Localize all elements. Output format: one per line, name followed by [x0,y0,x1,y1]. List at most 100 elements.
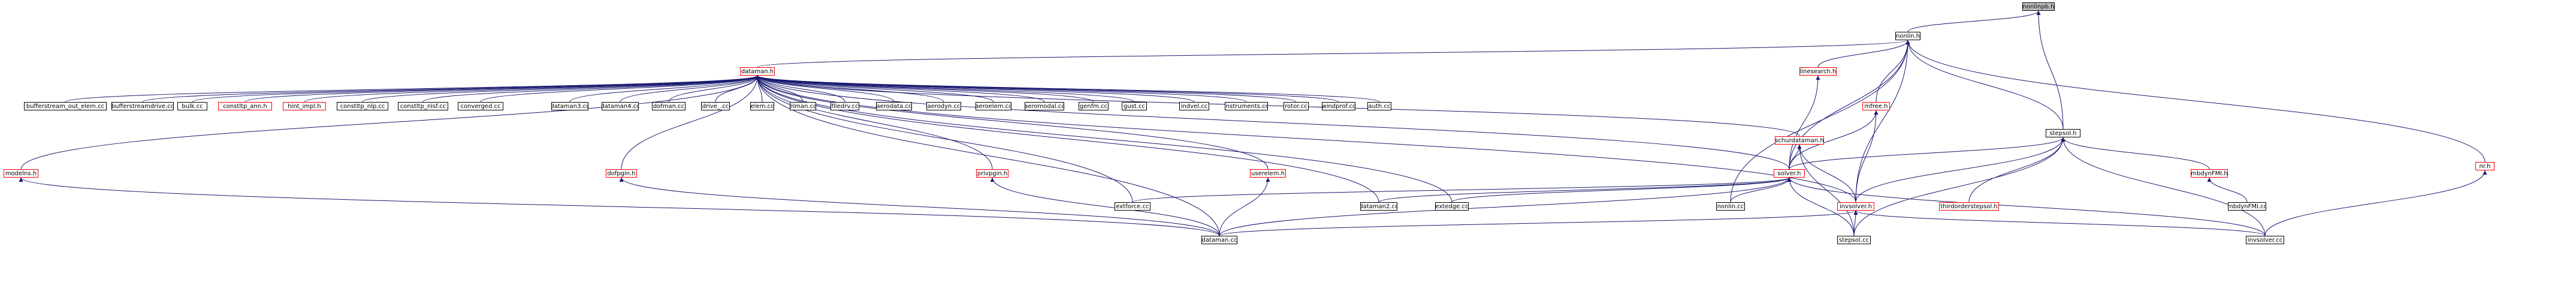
node-label: dataman.h [741,68,774,75]
graph-node-mfree-h[interactable]: mfree.h [1862,102,1890,110]
graph-node-stepsol-h[interactable]: stepsol.h [2046,129,2080,137]
graph-node-elman-cc[interactable]: elman.cc [790,102,816,110]
graph-node-dofman-cc[interactable]: dofman.cc [652,102,685,110]
node-label: constltp_nlp.cc [340,103,385,110]
node-label: schurdataman.h [1775,137,1824,144]
node-label: drive_.cc [702,103,729,110]
node-label: dataman2.cc [1360,203,1397,210]
node-label: elman.cc [790,103,816,110]
graph-node-dm2-cc[interactable]: dataman2.cc [1360,202,1397,211]
node-label: aerodyn.cc [927,103,961,110]
graph-node-userelem-h[interactable]: userelem.h [1250,169,1286,178]
graph-node-instr-cc[interactable]: instruments.cc [1225,102,1268,110]
graph-node-conv-cc[interactable]: converged.cc [458,102,503,110]
graph-node-windprof-cc[interactable]: windprof.cc [1322,102,1355,110]
graph-node-dataman-h[interactable]: dataman.h [740,67,775,76]
graph-node-nr-h[interactable]: nr.h [2475,162,2495,170]
edge-dataman_cc-to-dofpgin_h [619,177,1220,236]
node-label: stepsol.h [2049,130,2077,137]
graph-node-genfm-cc[interactable]: genfm.cc [1079,102,1109,110]
graph-node-dm4-cc[interactable]: dataman4.cc [602,102,639,110]
graph-node-elem-cc[interactable]: elem.cc [750,102,774,110]
edge-extedge_cc-to-solver_h [1451,177,1792,203]
graph-node-bulk-cc[interactable]: bulk.cc [177,102,207,110]
node-label: nonlin.cc [1717,203,1744,210]
graph-node-schur-h[interactable]: schurdataman.h [1775,136,1824,145]
node-label: extedge.cc [1435,203,1469,210]
edge-nonlin_cc-to-nonlin_h [1730,40,1910,203]
node-label: solver.h [1777,170,1801,177]
edge-invsolver_cc-to-nr_h [2264,170,2487,236]
graph-node-aeromodal-cc[interactable]: aeromodal.cc [1025,102,1064,110]
node-label: aeromodal.cc [1025,103,1064,110]
graph-node-invsolver-h[interactable]: invsolver.h [1837,202,1874,211]
edge-stepsol_cc-to-invsolver_h [1853,210,1858,236]
edge-bfso_cc-to-dataman_h [65,75,760,103]
graph-node-bfsd-cc[interactable]: bufferstreamdrive.cc [111,102,174,110]
graph-node-cn-cc[interactable]: constltp_nlp.cc [337,102,388,110]
node-label: rotor.cc [1285,103,1307,110]
edge-aerodyn_cc-to-dataman_h [755,75,944,103]
edge-indvel_cc-to-dataman_h [755,75,1195,103]
edge-dataman_cc-to-solver_h [1219,177,1792,236]
graph-node-mbfmi-cc[interactable]: mbdynFMI.cc [2228,202,2266,211]
node-label: linesearch.h [1799,68,1837,75]
edge-aerodata_cc-to-dataman_h [755,75,895,103]
edge-extforce_cc-to-dataman_h [755,75,1133,203]
graph-node-stepsol-cc[interactable]: stepsol.cc [1837,236,1871,244]
graph-node-extedge-cc[interactable]: extedge.cc [1435,202,1469,211]
edge-stepsol_h-to-nonlin_h [1905,40,2064,130]
edge-nonlin_cc-to-solver_h [1730,177,1792,203]
graph-node-solver-h[interactable]: solver.h [1774,169,1805,178]
graph-node-linesearch-h[interactable]: linesearch.h [1799,67,1837,76]
edge-solver_h-to-dataman_h [755,75,1790,170]
graph-node-hint-h[interactable]: hint_impl.h [283,102,326,110]
edge-dataman_cc-to-userelem_h [1219,177,1270,236]
edge-cn_cc-to-dataman_h [362,75,760,103]
graph-node-fdrv-cc[interactable]: filedrv.cc [831,102,859,110]
graph-node-aeroelem-cc[interactable]: aeroelem.cc [976,102,1011,110]
edge-solver_h-to-linesearch_h [1789,75,1820,170]
node-label: stepsol.cc [1839,236,1869,244]
graph-node-extforce-cc[interactable]: extforce.cc [1115,202,1150,211]
graph-node-auth-cc[interactable]: auth.cc [1367,102,1391,110]
graph-node-aerodata-cc[interactable]: aerodata.cc [876,102,912,110]
graph-node-modelns-h[interactable]: modelns.h [4,169,38,178]
node-label: dataman4.cc [602,103,639,110]
edge-dataman_cc-to-modelns_h [19,177,1220,236]
graph-node-ca-h[interactable]: constltp_ann.h [218,102,272,110]
edge-solver_h-to-mfree_h [1789,110,1879,170]
edge-third_h-to-stepsol_h [1968,137,2065,203]
edge-dofpgin_h-to-dataman_h [621,75,760,170]
graph-node-third-h[interactable]: thirdorderstepsol.h [1939,202,1999,211]
edge-gust_cc-to-dataman_h [755,75,1135,103]
graph-node-dm3-cc[interactable]: dataman3.cc [551,102,588,110]
node-label: privpgin.h [977,170,1008,177]
edge-nr_h-to-nonlin_h [1905,40,2486,163]
edge-invsolver_h-to-dataman_h [755,75,1856,203]
node-label: constltp_nlsf.cc [400,103,446,110]
graph-node-mbfmi-h[interactable]: mbdynFMI.h [2191,169,2228,178]
graph-node-drive-cc[interactable]: drive_.cc [701,102,730,110]
graph-node-indvel-cc[interactable]: indvel.cc [1179,102,1209,110]
graph-node-cs-cc[interactable]: constltp_nlsf.cc [398,102,448,110]
graph-node-invsolver-cc[interactable]: invsolver.cc [2246,236,2284,244]
graph-node-dofpgin-h[interactable]: dofpgin.h [606,169,637,178]
node-label: indvel.cc [1180,103,1208,110]
edge-cs_cc-to-dataman_h [422,75,760,103]
graph-node-privpgin-h[interactable]: privpgin.h [976,169,1008,178]
edge-conv_cc-to-dataman_h [480,75,760,103]
graph-node-nonlin-h[interactable]: nonlin.h [1895,32,1920,40]
node-label: dofpgin.h [607,170,636,177]
graph-node-aerodyn-cc[interactable]: aerodyn.cc [926,102,961,110]
graph-node-bfso-cc[interactable]: bufferstream_out_elem.cc [24,102,107,110]
edge-dm2_cc-to-solver_h [1378,177,1792,203]
graph-node-nonlin-cc[interactable]: nonlin.cc [1716,202,1745,211]
node-label: mbdynFMI.h [2191,170,2228,177]
node-label: instruments.cc [1225,103,1268,110]
graph-node-gust-cc[interactable]: gust.cc [1122,102,1147,110]
graph-node-rotor-cc[interactable]: rotor.cc [1284,102,1309,110]
edge-linesearch_h-to-nonlin_h [1817,40,1910,68]
graph-node-dataman-cc[interactable]: dataman.cc [1201,236,1237,244]
